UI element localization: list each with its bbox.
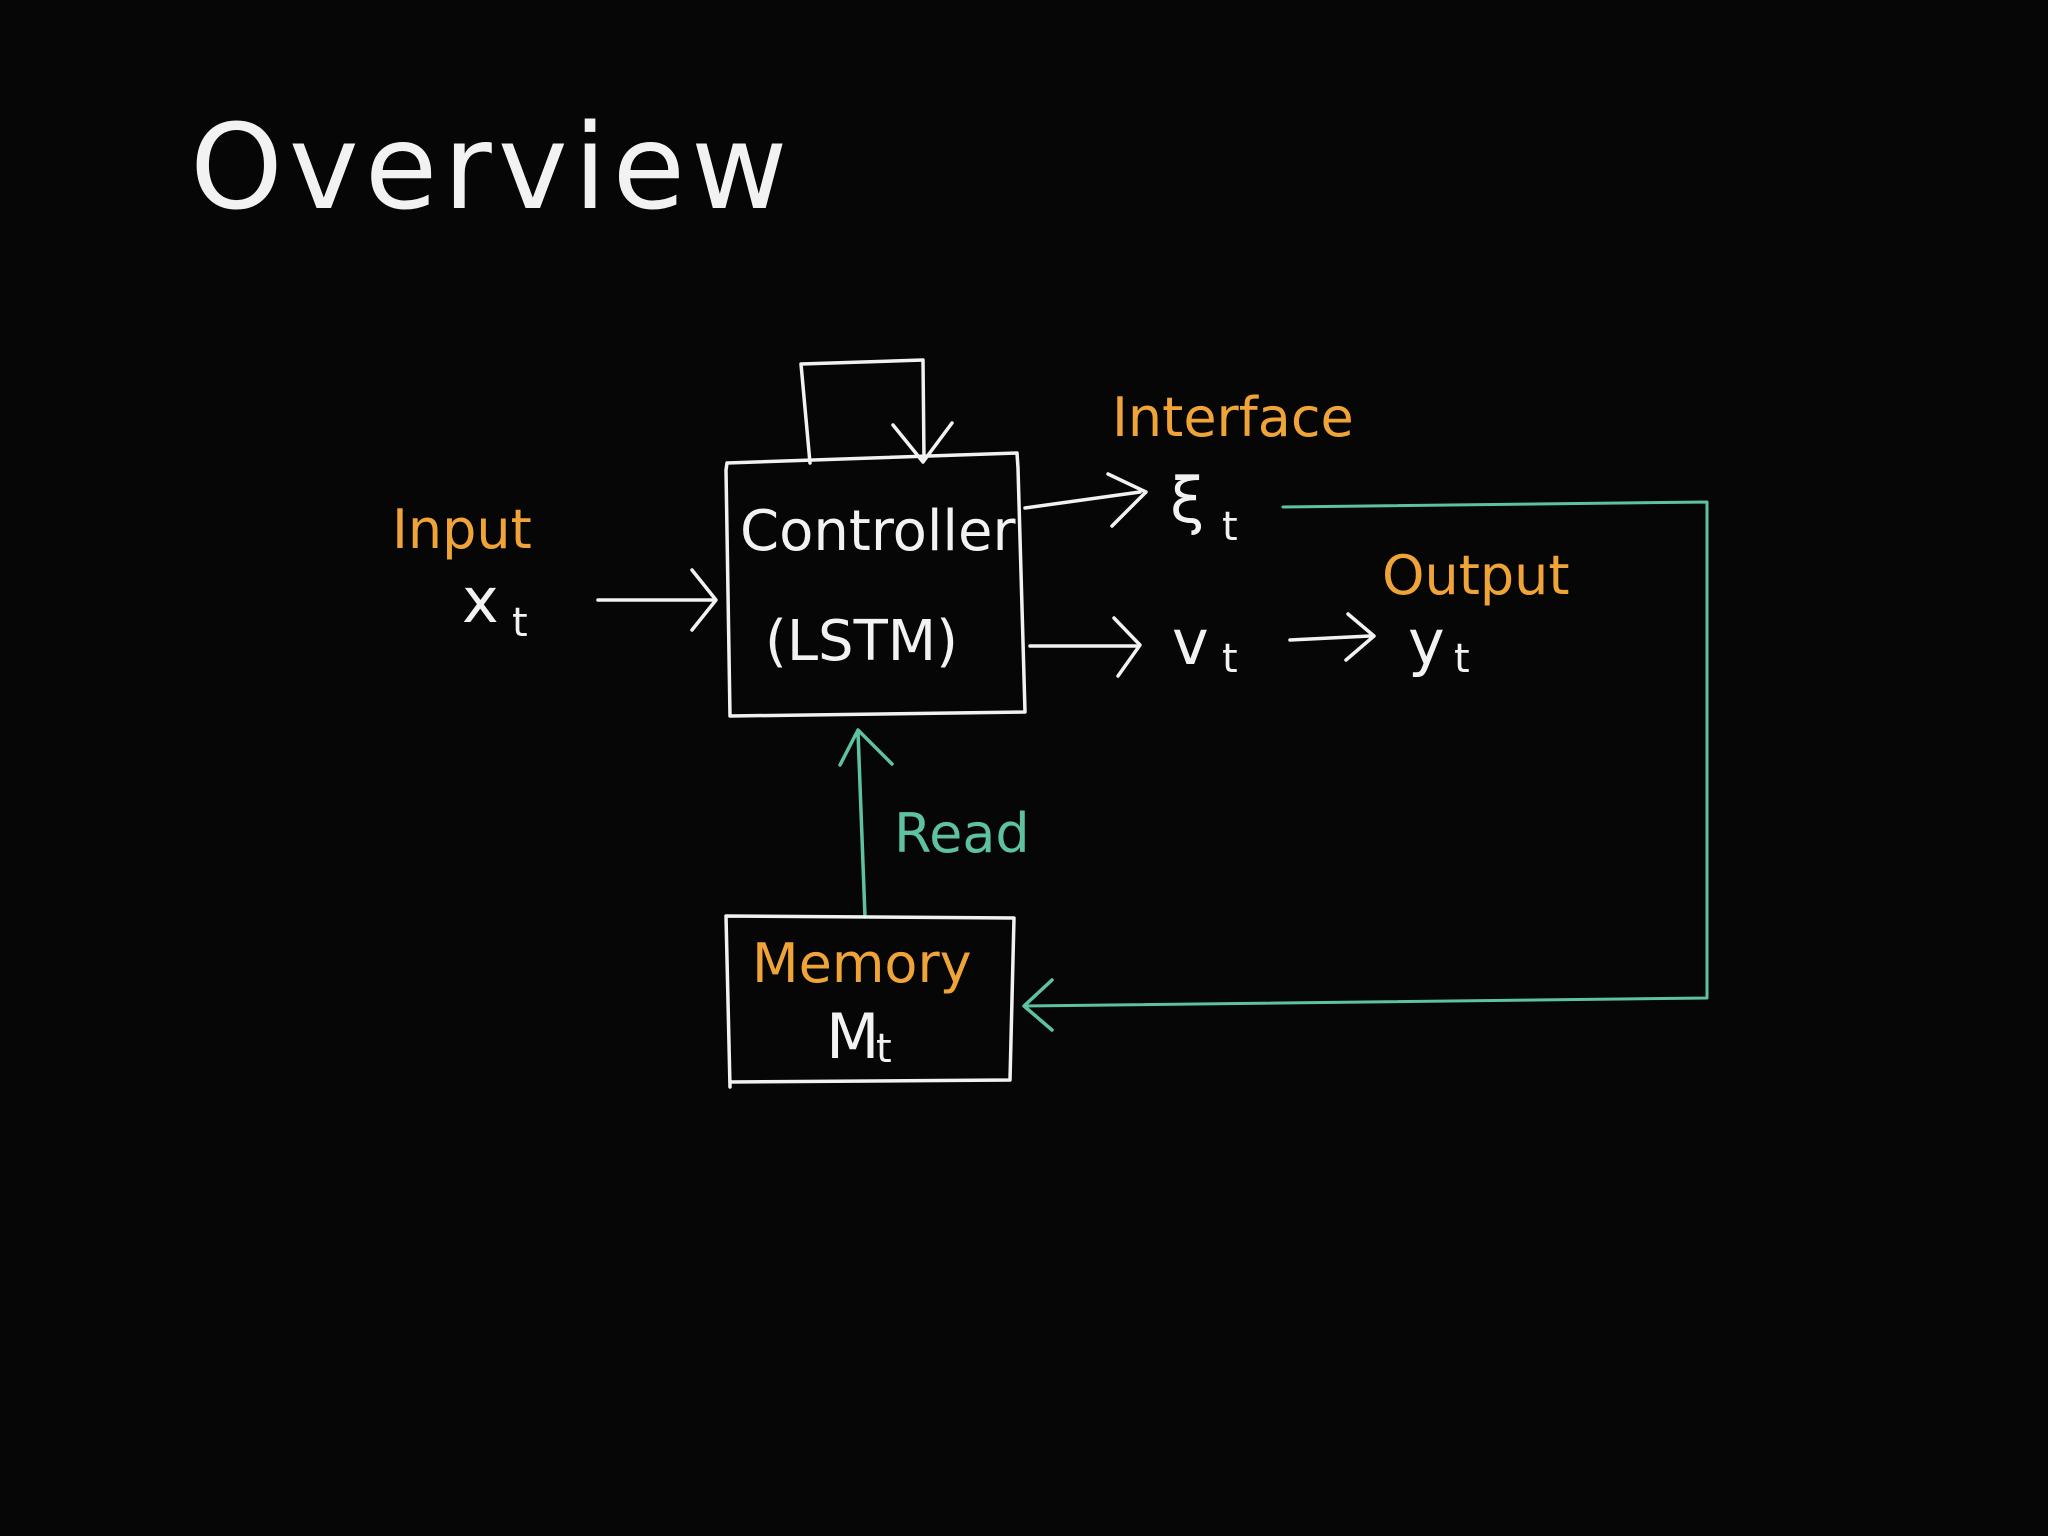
- output-group: Output y t: [1382, 544, 1570, 682]
- v-subscript: t: [1222, 636, 1238, 682]
- interface-group: Interface ξ t: [1023, 386, 1354, 550]
- write-path-arrow: [1022, 500, 1709, 1032]
- controller-box: Controller (LSTM): [724, 451, 1027, 718]
- memory-subscript: t: [876, 1026, 892, 1072]
- input-group: Input x t: [392, 498, 718, 646]
- controller-label: Controller: [740, 499, 1016, 564]
- read-path-arrow: Read: [838, 728, 1030, 919]
- intermediate-output-group: v t: [1028, 606, 1376, 682]
- recurrent-loop-arrowhead: [891, 421, 954, 464]
- memory-label: Memory: [752, 932, 972, 995]
- v-symbol: v: [1172, 606, 1209, 679]
- controller-to-v-arrowhead: [1112, 616, 1142, 678]
- write-path-line: [1022, 500, 1709, 1008]
- memory-box-outline: [724, 914, 1016, 1089]
- read-path-line: [856, 730, 867, 919]
- write-path-arrowhead: [1022, 978, 1054, 1032]
- memory-box: Memory M t: [724, 914, 1016, 1089]
- input-arrowhead: [690, 568, 718, 632]
- recurrent-loop-line: [799, 358, 926, 465]
- interface-symbol: ξ: [1170, 464, 1205, 537]
- read-path-arrowhead: [838, 728, 894, 767]
- controller-box-outline: [724, 451, 1027, 718]
- page-title: Overview: [190, 98, 794, 236]
- v-to-output-arrowhead: [1344, 612, 1376, 662]
- read-label: Read: [894, 802, 1030, 865]
- controller-sublabel: (LSTM): [765, 609, 958, 674]
- interface-arrow-line: [1023, 490, 1142, 510]
- interface-subscript: t: [1222, 504, 1238, 550]
- input-subscript: t: [512, 600, 528, 646]
- input-symbol: x: [462, 564, 499, 637]
- memory-symbol: M: [826, 1000, 880, 1073]
- output-subscript: t: [1454, 636, 1470, 682]
- interface-arrowhead: [1106, 472, 1148, 528]
- input-label: Input: [392, 498, 532, 561]
- v-to-output-arrow-line: [1288, 634, 1372, 642]
- output-symbol: y: [1408, 606, 1445, 679]
- interface-label: Interface: [1112, 386, 1354, 449]
- recurrent-loop-arrow: [799, 358, 954, 465]
- output-label: Output: [1382, 544, 1570, 607]
